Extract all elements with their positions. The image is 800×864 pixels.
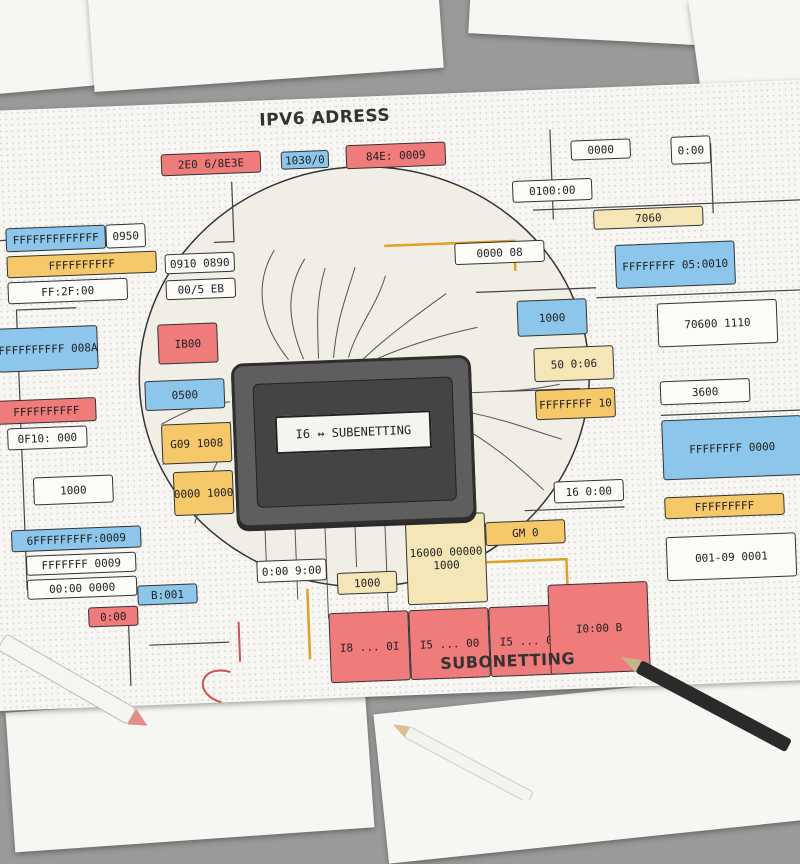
address-box: 0000 1000 [172, 469, 235, 517]
address-box: GM 0 [484, 519, 566, 547]
address-box: 70600 1110 [656, 298, 779, 348]
address-box: 0:00 9:00 [256, 558, 328, 584]
chip-label: I6 ↔ SUBENETTING [274, 410, 433, 455]
address-box: FFFFFFFFFF [0, 397, 97, 425]
main-diagram-sheet: 2E0 6/8E3E 1030/0 84E: 0009 FFFFFFFFFFFF… [0, 77, 800, 713]
background-sheet-top-center [86, 0, 444, 93]
pencil-bottom [392, 724, 533, 800]
address-box: 0000 [570, 138, 632, 161]
address-box: FFFFFFFFFF 008A [0, 324, 99, 373]
address-box: FFFFFFF 0009 [25, 551, 137, 576]
address-box: FFFFFFFFFFFFF [5, 224, 107, 253]
address-box: G09 1008 [160, 421, 233, 465]
address-box: 7060 [593, 205, 704, 230]
address-box: 001-09 0001 [665, 532, 798, 582]
address-box: 1030/0 [280, 149, 330, 170]
address-box: FFFFFFFF 10 [534, 387, 617, 421]
address-box: 2E0 6/8E3E [160, 150, 262, 177]
address-box: FFFFFFFF 0000 [661, 415, 800, 481]
address-box: 00/5 EB [165, 277, 237, 301]
address-box: 1000 [32, 474, 114, 506]
address-box: 0:00 [87, 605, 139, 628]
address-box: 0F10: 000 [6, 425, 88, 451]
address-box: 50 0:06 [533, 345, 615, 383]
address-box: 84E: 0009 [345, 141, 447, 170]
address-box: 3600 [659, 377, 751, 406]
address-box: 0000 08 [454, 239, 545, 266]
address-box: B:001 [137, 583, 198, 606]
pencil-left [0, 634, 148, 726]
address-box: FFFFFFFF 05:0010 [614, 240, 736, 290]
address-box: IB00 [157, 322, 219, 365]
address-box: 0:00 [670, 135, 712, 165]
address-box: FF:2F:00 [7, 277, 129, 305]
subnet-table-cell: I8 ... 0I [328, 610, 411, 684]
address-box: 00:00 0000 [26, 575, 138, 600]
address-box: 16 0:00 [553, 478, 625, 504]
processor-chip: I6 ↔ SUBENETTING [230, 354, 477, 529]
address-box: FFFFFFFFF [664, 492, 785, 520]
pencil-right [621, 656, 791, 752]
address-box: 1000 [516, 298, 588, 337]
address-box: 0950 [105, 223, 147, 249]
address-box: 0500 [144, 378, 226, 412]
address-box: 0100:00 [511, 177, 593, 203]
address-box: 0910 0890 [164, 251, 236, 275]
